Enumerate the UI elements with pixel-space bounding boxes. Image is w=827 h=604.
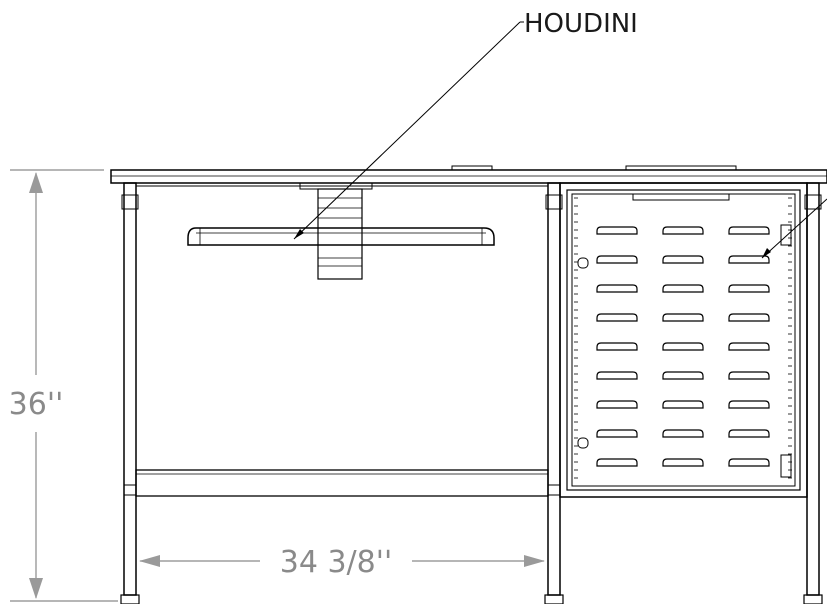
houdini-callout: HOUDINI — [293, 9, 638, 240]
vent-slot — [596, 400, 638, 409]
cabinet — [559, 182, 808, 498]
vent-slot — [596, 429, 638, 438]
vent-slot — [728, 313, 770, 322]
vent-slot — [728, 458, 770, 467]
vent-slot — [662, 284, 704, 293]
houdini-mechanism — [187, 188, 495, 280]
vent-slot — [596, 226, 638, 235]
vent-slot — [596, 255, 638, 264]
bottom-shelf — [135, 469, 549, 497]
vent-slot — [596, 458, 638, 467]
vent-slot — [728, 226, 770, 235]
height-dimension-label: 36'' — [9, 387, 64, 422]
vent-slot — [728, 284, 770, 293]
vent-slot — [662, 255, 704, 264]
height-dimension: 36'' — [9, 169, 118, 602]
cabinet-side-rails — [574, 197, 792, 479]
width-dimension-label: 34 3/8'' — [280, 545, 393, 580]
vent-slot — [662, 226, 704, 235]
vent-slot — [662, 429, 704, 438]
vent-slot — [662, 400, 704, 409]
vent-slot — [596, 284, 638, 293]
table-top — [110, 165, 827, 190]
vent-slot — [662, 458, 704, 467]
width-dimension: 34 3/8'' — [139, 545, 545, 580]
vent-slot — [728, 255, 770, 264]
vent-slot — [728, 429, 770, 438]
vent-slot — [596, 313, 638, 322]
cabinet-vent-slots — [596, 226, 770, 467]
vent-slot — [596, 342, 638, 351]
vent-slot — [728, 371, 770, 380]
vent-slot — [662, 313, 704, 322]
vent-slot — [662, 342, 704, 351]
vent-slot — [728, 342, 770, 351]
vent-slot — [596, 371, 638, 380]
vent-slot — [662, 371, 704, 380]
left-leg — [120, 182, 140, 604]
vent-slot — [728, 400, 770, 409]
vent-callout — [761, 198, 827, 259]
houdini-callout-label: HOUDINI — [524, 9, 638, 39]
